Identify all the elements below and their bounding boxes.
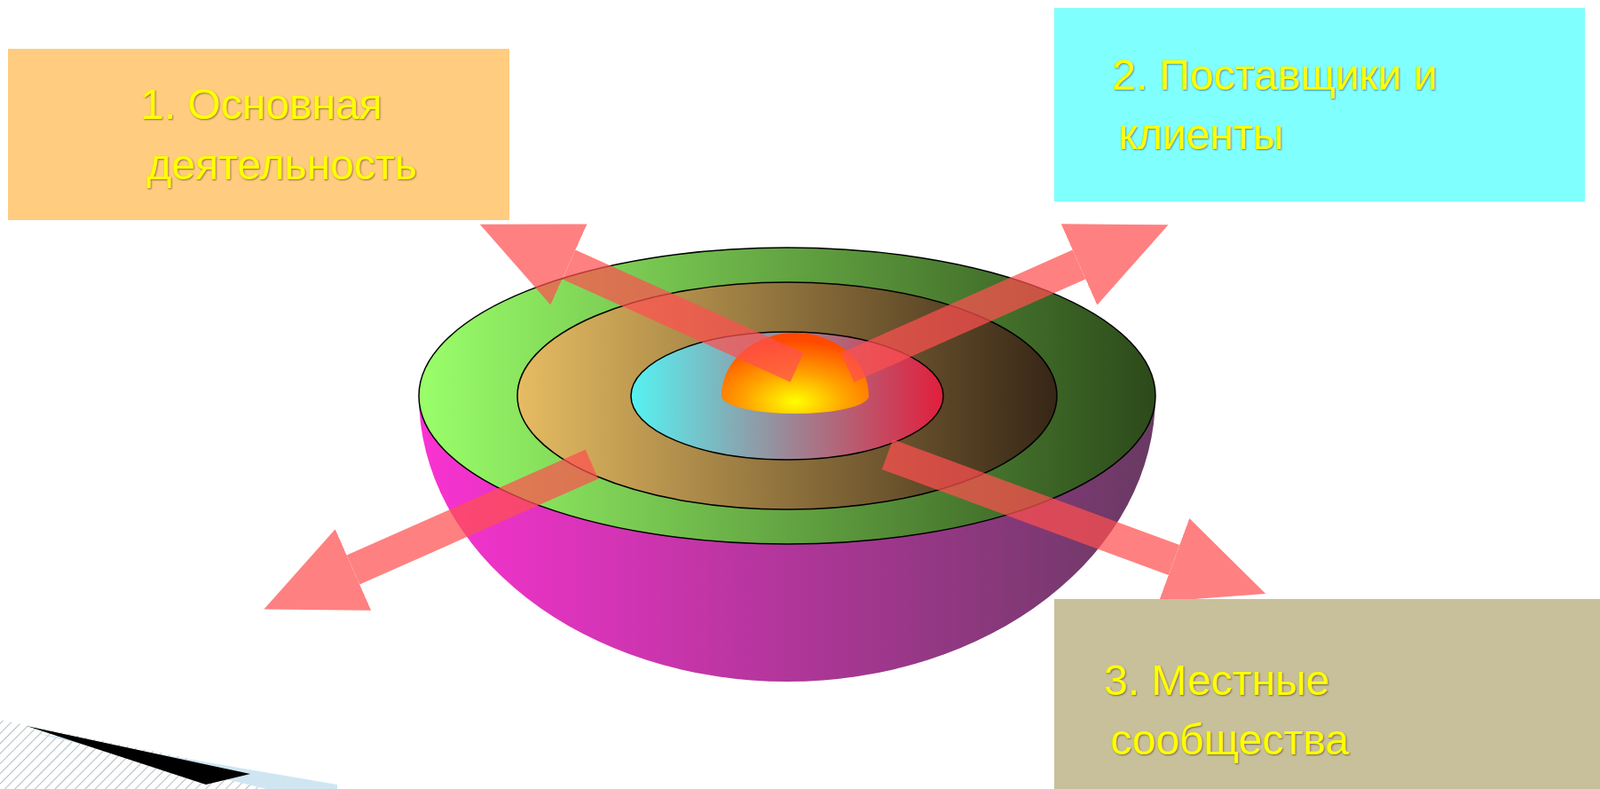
box-label: 3. Местные сообщества (1103, 650, 1430, 770)
category-box: 2. Поставщики и клиенты (1054, 7, 1585, 202)
arrow (568, 264, 797, 368)
box-label: 2. Поставщики и клиенты (1111, 45, 1509, 165)
box-label: 1. Основная деятельность (140, 74, 502, 194)
pen-wedge (26, 725, 251, 785)
category-box: 1. Основная деятельность (7, 48, 510, 221)
arrow (353, 464, 592, 570)
arrow (847, 264, 1080, 368)
arrow (887, 454, 1175, 560)
category-box: 3. Местные сообщества (1054, 599, 1600, 789)
hatched-corner (0, 719, 338, 789)
